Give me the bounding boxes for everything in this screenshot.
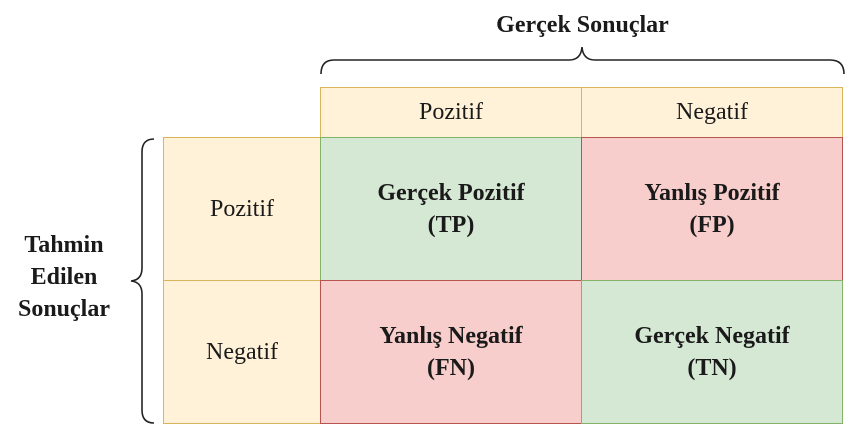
- fp-abbr: (FP): [689, 212, 735, 238]
- fn-abbr: (FN): [427, 355, 475, 381]
- column-header-negative: Negatif: [581, 87, 843, 138]
- predicted-title-line-3: Sonuçlar: [17, 296, 110, 322]
- column-header-positive: Pozitif: [320, 87, 582, 138]
- fp-name: Yanlış Pozitif: [644, 180, 780, 206]
- row-header-positive: Pozitif: [163, 137, 321, 281]
- actual-results-title: Gerçek Sonuçlar: [496, 12, 669, 38]
- predicted-title-line-2: Edilen: [30, 264, 98, 290]
- row-header-negative: Negatif: [163, 280, 321, 424]
- tn-name: Gerçek Negatif: [634, 323, 790, 349]
- tp-abbr: (TP): [427, 212, 475, 238]
- tp-name: Gerçek Pozitif: [377, 180, 525, 206]
- actual-results-brace: [320, 46, 845, 75]
- predicted-results-brace: [130, 138, 155, 424]
- predicted-title-line-1: Tahmin: [24, 232, 104, 258]
- cell-false-negative: Yanlış Negatif (FN): [320, 280, 582, 424]
- predicted-results-title: Tahmin Edilen Sonuçlar: [0, 229, 128, 325]
- fn-name: Yanlış Negatif: [379, 323, 523, 349]
- cell-true-positive: Gerçek Pozitif (TP): [320, 137, 582, 281]
- tn-abbr: (TN): [687, 355, 737, 381]
- cell-true-negative: Gerçek Negatif (TN): [581, 280, 843, 424]
- cell-false-positive: Yanlış Pozitif (FP): [581, 137, 843, 281]
